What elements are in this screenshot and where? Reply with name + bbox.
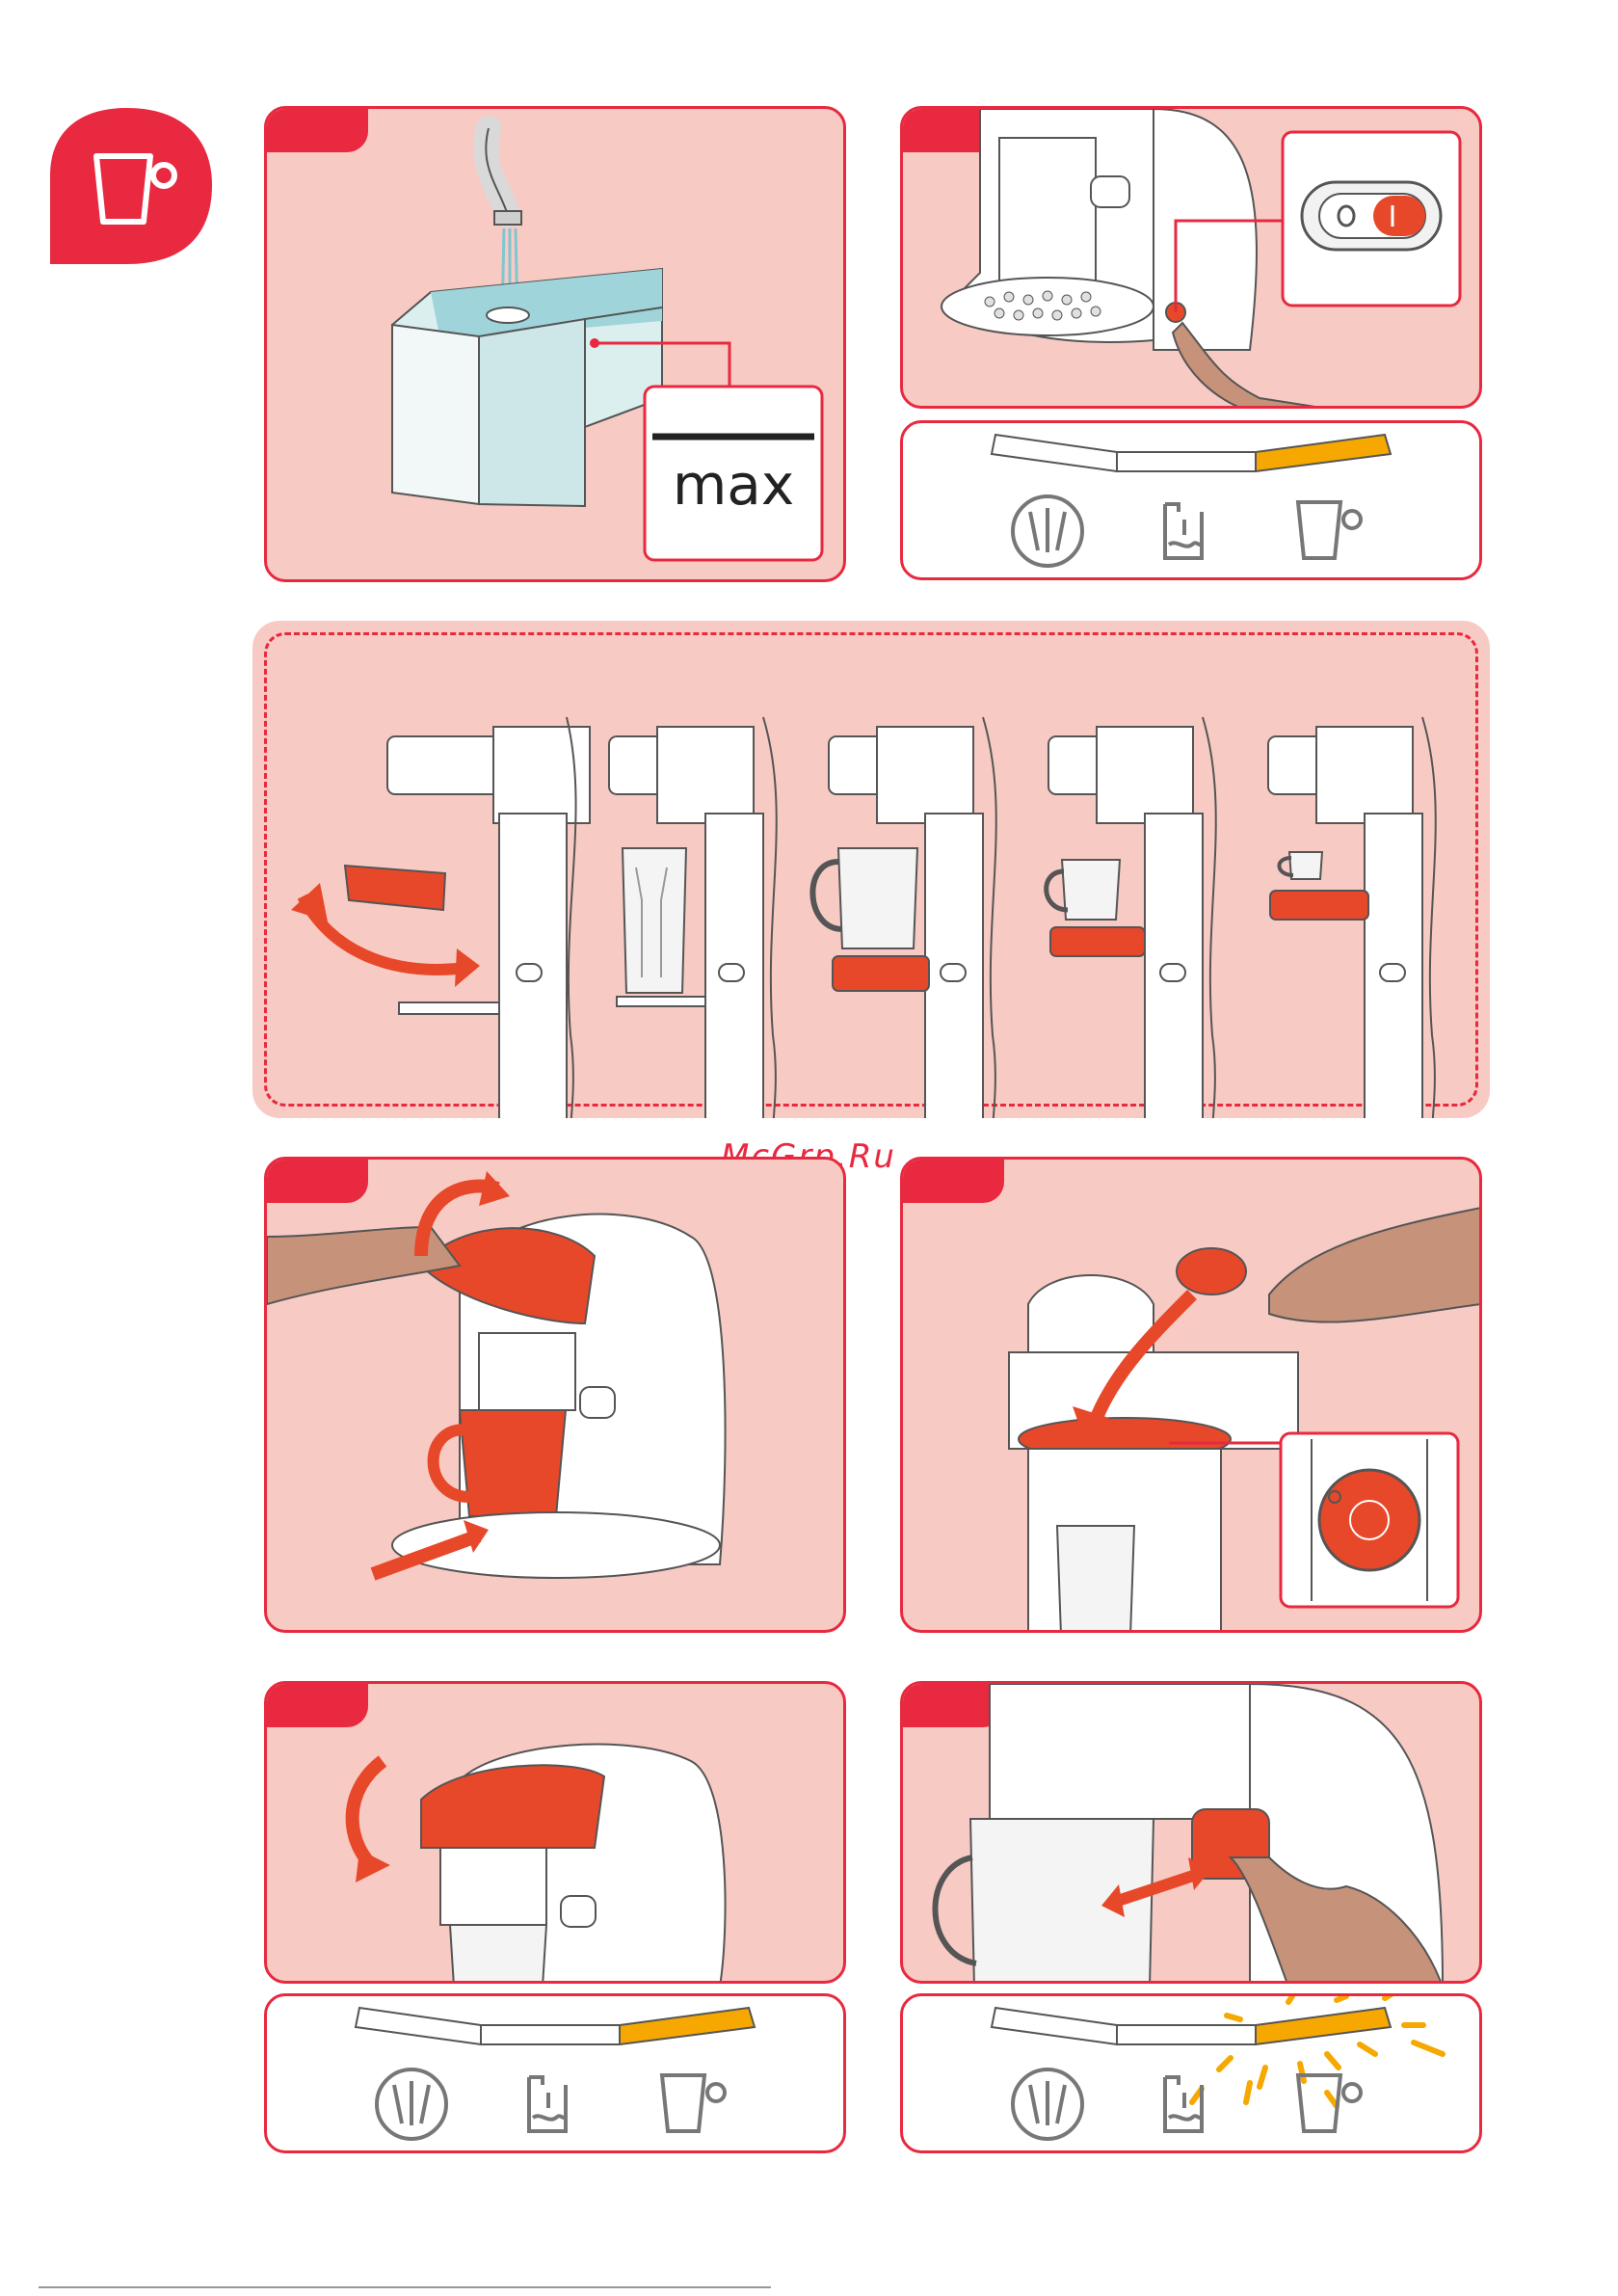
max-level-label: max xyxy=(673,452,794,518)
step-fill-water-panel: max xyxy=(264,106,846,582)
footer-rule xyxy=(39,2286,771,2288)
flash-rays-icon xyxy=(1192,1996,1443,2106)
cup-icon xyxy=(1298,502,1361,558)
cup-size-adjust-panel xyxy=(252,621,1490,1118)
cup-icon xyxy=(1298,2075,1361,2131)
cup-icon xyxy=(662,2075,725,2131)
water-tank-icon xyxy=(529,2077,566,2131)
step-open-lid-panel xyxy=(264,1157,846,1633)
cup-icon xyxy=(50,108,212,264)
step-close-lid-panel xyxy=(264,1681,846,1984)
water-tank-icon xyxy=(1165,2077,1202,2131)
step-insert-disc-panel xyxy=(900,1157,1482,1633)
indicator-strip-top xyxy=(900,420,1482,580)
header-cup-badge xyxy=(50,108,212,264)
clean-icon xyxy=(377,2069,446,2139)
clean-icon xyxy=(1013,2069,1082,2139)
indicator-strip-bottom-left xyxy=(264,1993,846,2153)
step-press-start-panel xyxy=(900,1681,1482,1984)
clean-icon xyxy=(1013,496,1082,566)
water-tank-icon xyxy=(1165,504,1202,558)
indicator-strip-bottom-right xyxy=(900,1993,1482,2153)
step-power-on-panel xyxy=(900,106,1482,409)
